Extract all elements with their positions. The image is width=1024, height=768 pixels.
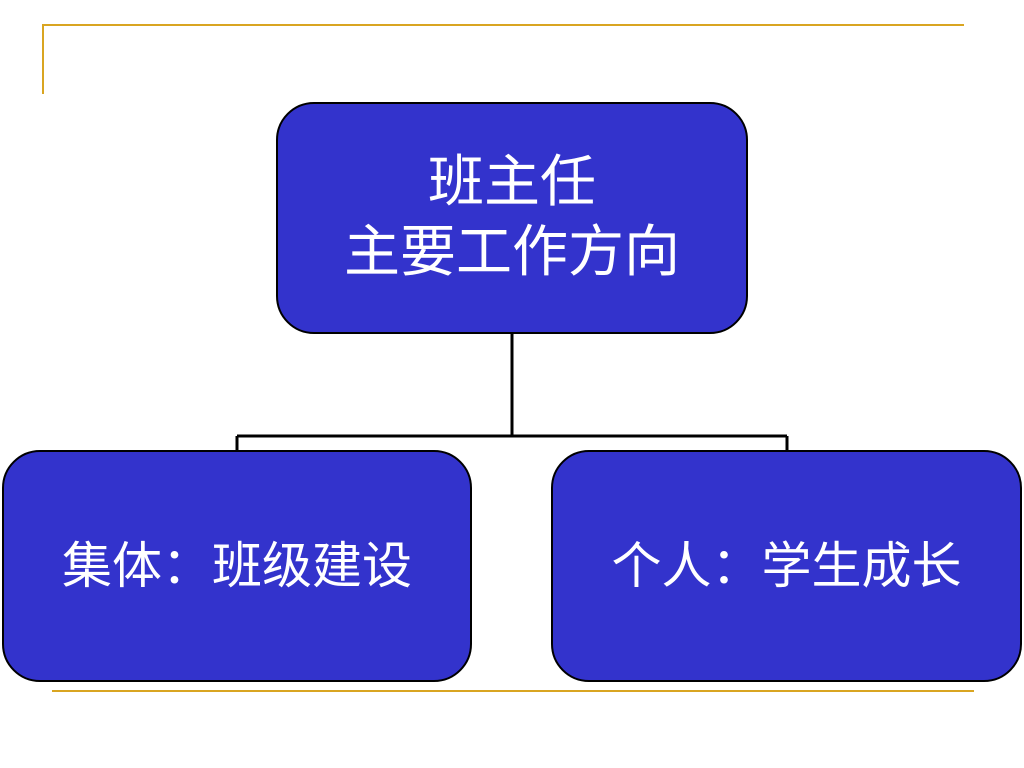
decorative-left-line (42, 24, 44, 94)
root-node: 班主任 主要工作方向 (276, 102, 748, 334)
child-node-collective: 集体：班级建设 (2, 450, 472, 682)
child-node-individual: 个人：学生成长 (551, 450, 1022, 682)
child-node-individual-label: 个人：学生成长 (611, 537, 962, 595)
decorative-top-line (42, 24, 964, 26)
root-node-title: 班主任 (428, 150, 596, 215)
child-node-collective-label: 集体：班级建设 (62, 537, 412, 595)
root-node-subtitle: 主要工作方向 (344, 220, 680, 285)
decorative-bottom-line (52, 690, 974, 692)
